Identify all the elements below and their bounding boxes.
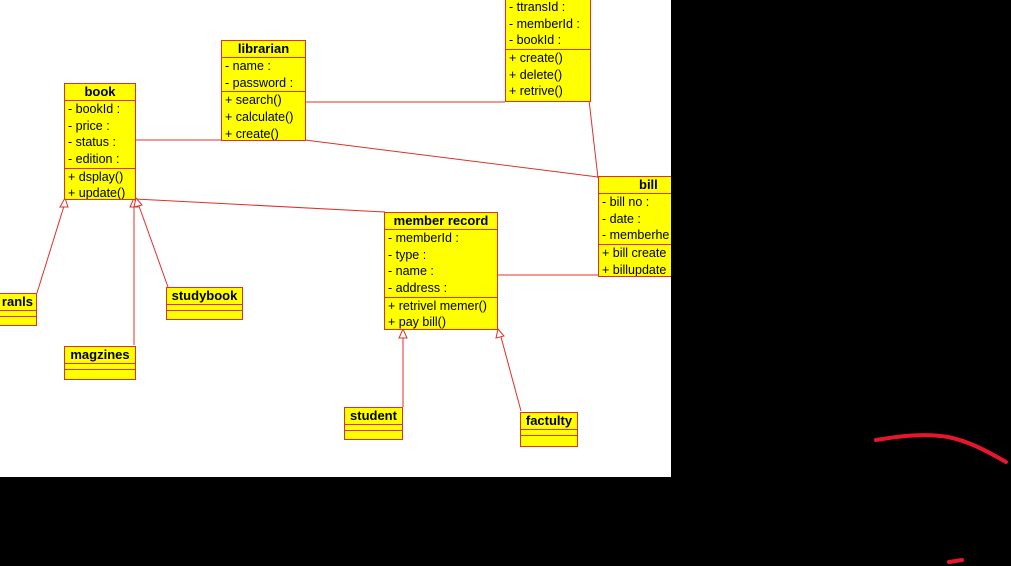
class-title: librarian xyxy=(222,41,305,58)
diagram-canvas: - ttransId : - memberId : - bookId : + c… xyxy=(0,0,671,477)
gen-factulty-member-record xyxy=(500,336,522,412)
class-studybook[interactable]: studybook xyxy=(166,287,243,320)
method: + billupdate xyxy=(602,262,667,277)
attribute: - bookId : xyxy=(509,33,562,48)
attribute: - name : xyxy=(388,264,434,279)
attributes-section xyxy=(345,425,402,431)
class-librarian[interactable]: librarian - name : - password : + search… xyxy=(221,40,306,141)
gen-journals-book xyxy=(36,205,65,294)
method: + pay bill() xyxy=(388,315,447,330)
methods-section: + bill create + billupdate xyxy=(599,245,671,277)
attribute: - name : xyxy=(225,59,271,73)
attribute: - memberId : xyxy=(388,231,459,245)
methods-section: + create() + delete() + retrive() xyxy=(506,50,590,100)
assoc-book-member-record xyxy=(134,198,386,213)
attribute: - edition : xyxy=(68,152,120,167)
attribute: - type : xyxy=(388,247,427,262)
attributes-section xyxy=(65,364,135,370)
attributes-section: - bill no : - date : - memberhe xyxy=(599,194,671,246)
gen-arrowhead-journals xyxy=(59,196,69,208)
class-book[interactable]: book - bookId : - price : - status : - e… xyxy=(64,83,136,200)
methods-section xyxy=(167,311,242,316)
methods-section xyxy=(65,370,135,375)
method: + delete() xyxy=(509,67,563,82)
attribute: - date : xyxy=(602,211,641,226)
class-member-record[interactable]: member record - memberId : - type : - na… xyxy=(384,212,498,330)
class-title: student xyxy=(345,408,402,425)
method: + dsplay() xyxy=(68,169,124,184)
attributes-section: - bookId : - price : - status : - editio… xyxy=(65,101,135,169)
attributes-section: - memberId : - type : - name : - address… xyxy=(385,230,497,298)
methods-section xyxy=(521,436,577,441)
methods-section xyxy=(345,431,402,436)
methods-section: + search() + calculate() + create() xyxy=(222,92,305,141)
methods-section: + retrivel memer() + pay bill() xyxy=(385,298,497,330)
attribute: - bill no : xyxy=(602,195,650,209)
method: + search() xyxy=(225,93,282,108)
class-transaction[interactable]: - ttransId : - memberId : - bookId : + c… xyxy=(505,0,591,102)
class-student[interactable]: student xyxy=(344,407,403,440)
method: + retrivel memer() xyxy=(388,298,487,313)
attribute: - ttransId : xyxy=(509,0,566,14)
attributes-section xyxy=(521,430,577,436)
pen-stroke-dash xyxy=(947,558,964,564)
attribute: - price : xyxy=(68,118,110,133)
class-title: ranls xyxy=(0,294,36,311)
class-bill[interactable]: bill - bill no : - date : - memberhe + b… xyxy=(598,176,671,277)
attribute: - address : xyxy=(388,281,448,296)
class-title: factulty xyxy=(521,413,577,430)
method: + bill create xyxy=(602,246,667,261)
class-title: member record xyxy=(385,213,497,230)
gen-studybook-book xyxy=(138,205,169,288)
class-title: magzines xyxy=(65,347,135,364)
attributes-section xyxy=(0,311,36,317)
connector-layer xyxy=(36,99,599,412)
attribute: - bookId : xyxy=(68,102,121,116)
attribute: - password : xyxy=(225,75,294,90)
method: + create() xyxy=(509,51,563,66)
pen-stroke-curve xyxy=(874,433,1008,464)
attributes-section: - ttransId : - memberId : - bookId : xyxy=(506,0,590,51)
class-title: book xyxy=(65,84,135,101)
method: + update() xyxy=(68,186,126,200)
class-title: studybook xyxy=(167,288,242,305)
attributes-section xyxy=(167,305,242,311)
attribute: - memberhe xyxy=(602,228,670,243)
gen-arrowhead-factulty xyxy=(495,327,505,339)
attribute: - status : xyxy=(68,135,116,150)
method: + create() xyxy=(225,126,279,141)
assoc-librarian-bill xyxy=(304,139,599,178)
gen-arrowhead-studybook xyxy=(133,196,143,208)
class-magzines[interactable]: magzines xyxy=(64,346,136,380)
class-factulty[interactable]: factulty xyxy=(520,412,578,447)
methods-section xyxy=(0,317,36,322)
attributes-section: - name : - password : xyxy=(222,58,305,93)
method: + calculate() xyxy=(225,110,294,125)
method: + retrive() xyxy=(509,84,563,99)
class-title: bill xyxy=(599,177,671,194)
class-journals[interactable]: ranls xyxy=(0,293,37,326)
assoc-transaction-bill xyxy=(588,99,599,179)
attribute: - memberId : xyxy=(509,16,580,31)
methods-section: + dsplay() + update() xyxy=(65,169,135,200)
gen-arrowhead-student xyxy=(398,327,408,339)
